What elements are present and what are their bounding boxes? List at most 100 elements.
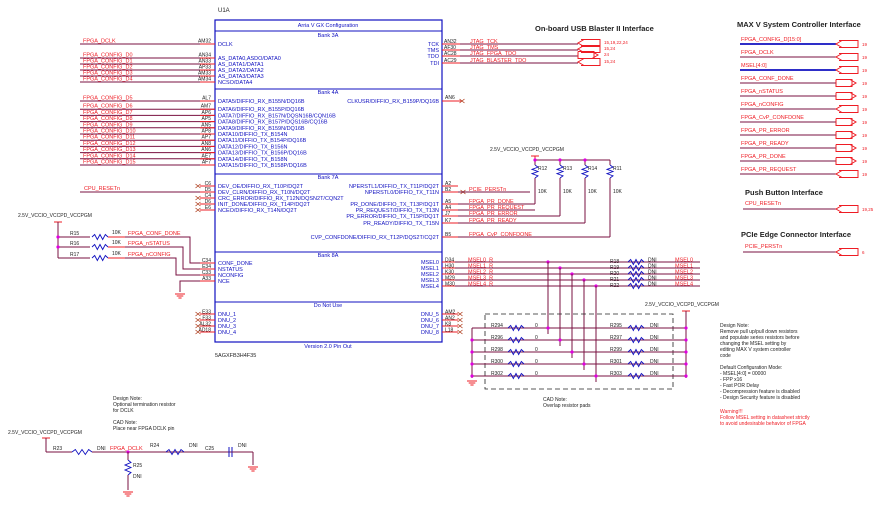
pin-number: AN6 [445,95,455,101]
max-v-title: MAX V System Controller Interface [737,20,861,29]
resistor-ref: R18 [610,259,619,265]
pin-function: DATA8/DIFFIO_RX_B157P/DQS16B/CQ16B [218,120,328,126]
pin-number: C6 [205,181,212,187]
sheet-ref: 15,24 [604,46,616,51]
pin-function: DNU_7 [421,324,439,330]
pin-function: DNU_3 [218,324,236,330]
junction-dot [470,362,474,366]
pin-number: A5 [445,199,451,205]
pin-number: AF30 [444,45,456,51]
pin-function: PR_DONE/DIFFIO_TX_T13P/DQ1T [350,202,439,208]
default-config-line: - Design Security feature is disabled [720,395,800,401]
net-label: FPGA_PR_ERROR [469,211,518,217]
net-label: FPGA_CvP_CONFDONE [741,115,804,121]
net-label: FPGA_PR_READY [469,218,517,224]
pin-number: J7 [445,211,451,217]
net-label: CPU_RESETn [745,201,781,207]
pin-function: DATA15/DIFFIO_TX_B158P/DQ16B [218,163,307,169]
pin-number: AF7 [202,160,211,166]
resistor-icon [91,233,109,241]
offpage-connector [839,105,859,113]
part-ref: U1A [218,8,230,14]
resistor-ref: R23 [53,446,62,452]
resistor-value: DNI [650,323,659,329]
warning-title: Warning!!! [720,409,743,415]
resistor-icon [555,164,565,179]
bank-4a-label: Bank 4A [318,90,339,96]
resistor-ref: R20 [610,271,619,277]
pin-number: AC28 [444,51,457,57]
pin-number: A33 [202,276,211,282]
offpage-connector [839,248,859,256]
sheet-ref: 6 [862,250,865,255]
offpage-connector [835,131,853,139]
resistor-icon [627,336,645,344]
resistor-value: 10K [613,189,623,195]
pin-number: A2 [445,181,451,187]
net-label: FPGA_CONFIG_D14 [83,153,136,159]
pin-number: AP6 [202,110,212,116]
wire [125,257,200,276]
resistor-ref: R301 [610,359,622,365]
pin-number: AM7 [201,104,212,110]
no-connect-icon [457,317,463,323]
net-label: MSEL1 [675,264,693,270]
resistor-value: DNI [650,347,659,353]
pin-function: DNU_6 [421,318,439,324]
net-label: FPGA_CONFIG_D5 [83,96,133,102]
resistor-value: DNI [650,359,659,365]
junction-dot [684,362,688,366]
dclk-note-line: Optional termination resistor [113,402,176,408]
offpage-connector [839,205,859,213]
offpage-out-icon [849,157,857,165]
net-label: FPGA_DCLK [741,50,774,56]
junction-dot [558,158,562,162]
pin-number: AM33 [198,71,211,77]
offpage-connector [835,144,853,152]
pin-number: AP5 [202,116,212,122]
pin-function: CRC_ERROR/DIFFIO_RX_T12N/DQSN2T/CQN2T [218,196,344,202]
pin-number: D34 [445,258,454,264]
pin-function: MSEL0 [421,260,439,266]
resistor-ref: R24 [150,443,159,449]
resistor-value: DNI [648,264,657,270]
pin-number: F33 [202,316,211,322]
offpage-out-icon [591,51,599,59]
net-label: FPGA_PR_DONE [469,199,514,205]
warning-line: to avoid undesirable behavior of FPGA [720,421,807,427]
net-label: FPGA_CONFIG_D15 [83,160,136,166]
pin-function: DNU_1 [218,312,236,318]
resistor-icon [627,372,645,380]
resistor-value: DNI [648,282,657,288]
resistor-icon [627,276,645,284]
wire [125,236,200,264]
net-label: FPGA_PR_REQUEST [741,167,797,173]
sheet-ref: 19 [862,120,868,125]
pin-function: NCE [218,279,230,285]
resistor-icon [91,254,109,262]
dclk-cad-body: Place near FPGA DCLK pin [113,426,175,432]
offpage-connector [839,66,859,74]
net-label: JTAG_FPGA_TDO [470,51,517,57]
resistor-icon [530,164,540,179]
resistor-icon [507,324,525,332]
offpage-connector [581,45,601,53]
pin-number: AN33 [198,59,211,65]
junction-dot [533,158,537,162]
sheet-ref: 15,19,22,24 [604,40,628,45]
net-label: MSEL0 [675,258,693,264]
offpage-out-icon [849,144,857,152]
pin-function: DNU_4 [218,330,236,336]
bank-7a-label: Bank 7A [318,175,339,181]
resistor-value: 0 [535,347,538,353]
default-config-line: - MSEL[4:0] = 00000 [720,371,766,377]
sheet-ref: 19 [862,146,868,151]
sheet-ref: 19 [862,159,868,164]
pin-number: AP8 [202,129,212,135]
resistor-ref: R16 [70,241,79,247]
sheet-ref: 24 [604,52,610,57]
net-label: MSEL4 [675,282,693,288]
net-label: FPGA_CONFIG_D1 [83,59,133,65]
sheet-ref: 19 [862,81,868,86]
net-label: FPGA_PR_ERROR [741,128,790,134]
